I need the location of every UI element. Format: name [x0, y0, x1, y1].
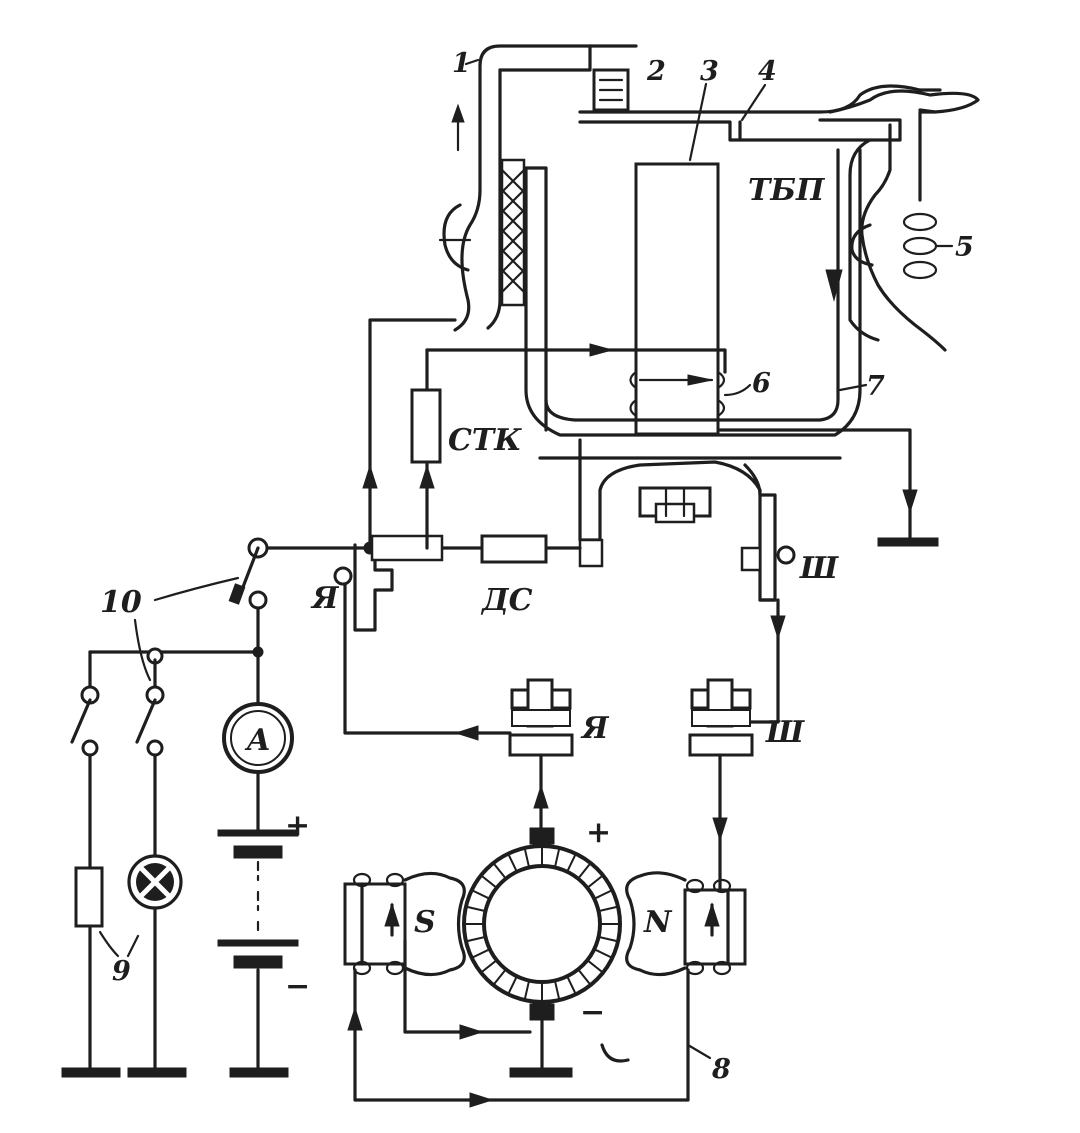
- commutator-segment: [471, 889, 491, 900]
- commutator-segment: [492, 862, 507, 880]
- commutator-segment: [593, 889, 613, 900]
- commutator-segment: [507, 853, 518, 873]
- label-4: 4: [758, 56, 777, 87]
- brush-minus: [529, 1003, 555, 1021]
- lamp-load: [127, 854, 183, 910]
- base-nut: [638, 486, 712, 524]
- ammeter: [222, 702, 294, 774]
- switch-load-2-blade[interactable]: [135, 698, 157, 744]
- frame-7: [524, 148, 862, 437]
- label-ammeter: A: [244, 723, 270, 758]
- terminal-ya-screw: [333, 566, 353, 586]
- label-plus-battery: +: [285, 808, 310, 843]
- armature: [462, 844, 622, 1004]
- stk-feed-wire: [425, 348, 727, 374]
- winding-6: [629, 370, 726, 418]
- relay-yoke: [453, 44, 638, 332]
- label-10: 10: [100, 585, 142, 620]
- label-pole-n: N: [643, 905, 673, 940]
- relay-ground-wire: [718, 428, 912, 542]
- commutator-segment: [586, 959, 604, 974]
- core-3: [634, 162, 720, 436]
- ground-relay: [877, 537, 939, 547]
- armature-4: [578, 84, 942, 114]
- relay-assembly: [425, 44, 980, 602]
- regulator-terminals: [333, 538, 796, 632]
- terminal-sh-bracket: [758, 558, 777, 602]
- label-ya-gen: Я: [580, 711, 610, 746]
- ground-battery: [229, 1067, 289, 1078]
- ground-load-2: [127, 1067, 187, 1078]
- ground-load-1: [61, 1067, 121, 1078]
- commutator-segment: [598, 935, 619, 943]
- commutator-segment: [523, 847, 531, 868]
- ground-generator: [509, 1067, 573, 1078]
- rotation-arrow: [600, 1043, 630, 1063]
- switches-and-loads: [61, 537, 299, 1078]
- label-9: 9: [112, 956, 131, 987]
- load-resistor: [74, 866, 104, 928]
- commutator-segment: [465, 905, 486, 913]
- battery: [217, 829, 299, 1078]
- spring-5: [902, 212, 938, 280]
- label-5: 5: [955, 232, 974, 263]
- label-plus-generator: +: [586, 815, 611, 850]
- resistor-stk: [410, 388, 442, 464]
- label-sh-relay: Ш: [799, 551, 839, 586]
- yoke-screw: [442, 203, 470, 272]
- label-1: 1: [452, 48, 471, 79]
- generator-terminal-sh: [688, 678, 754, 757]
- terminal-ya-bracket: [353, 543, 394, 632]
- label-sh-gen: Ш: [765, 715, 805, 750]
- commutator-segment: [598, 905, 619, 913]
- commutator-segment: [566, 975, 577, 995]
- label-3: 3: [700, 56, 719, 87]
- label-6: 6: [752, 368, 771, 399]
- label-pole-s: S: [414, 905, 436, 940]
- labels: 1 2 3 4 5 6 7 8 9 10 ТБП СТК ДС Я Ш Я Ш …: [100, 48, 974, 1085]
- commutator-segment: [553, 847, 561, 868]
- brush-plus: [529, 827, 555, 845]
- commutator-segment: [480, 874, 498, 889]
- commutator-segment: [566, 853, 577, 873]
- main-bus: [256, 318, 786, 741]
- generator: [343, 678, 754, 1108]
- spring-bracket: [828, 89, 980, 202]
- commutator-segment: [577, 968, 592, 986]
- commutator-segment: [465, 935, 486, 943]
- label-7: 7: [866, 371, 885, 402]
- label-tbp: ТБП: [748, 173, 826, 208]
- commutator-segment: [577, 862, 592, 880]
- pole-s: [343, 871, 466, 977]
- resistor-ds: [480, 534, 548, 564]
- label-ds: ДС: [480, 583, 533, 618]
- commutator-segment: [553, 980, 561, 1001]
- label-ya-relay: Я: [310, 581, 340, 616]
- relay-base: [578, 438, 762, 562]
- label-minus-generator: −: [580, 995, 605, 1030]
- field-circuit-8: [353, 968, 690, 1102]
- pole-n: [625, 871, 747, 977]
- switch-load-1-blade[interactable]: [70, 698, 92, 744]
- commutator-segment: [471, 948, 491, 959]
- commutator-segment: [492, 968, 507, 986]
- terminal-sh-screw: [776, 545, 796, 565]
- label-stk: СТК: [448, 423, 522, 458]
- generator-terminal-ya: [508, 678, 574, 757]
- label-minus-battery: −: [285, 969, 310, 1004]
- commutator-segment: [523, 980, 531, 1001]
- commutator-segment: [586, 874, 604, 889]
- commutator-segment: [507, 975, 518, 995]
- commutator-segment: [480, 959, 498, 974]
- commutator-segment: [593, 948, 613, 959]
- label-2: 2: [646, 56, 666, 87]
- label-8: 8: [711, 1054, 731, 1085]
